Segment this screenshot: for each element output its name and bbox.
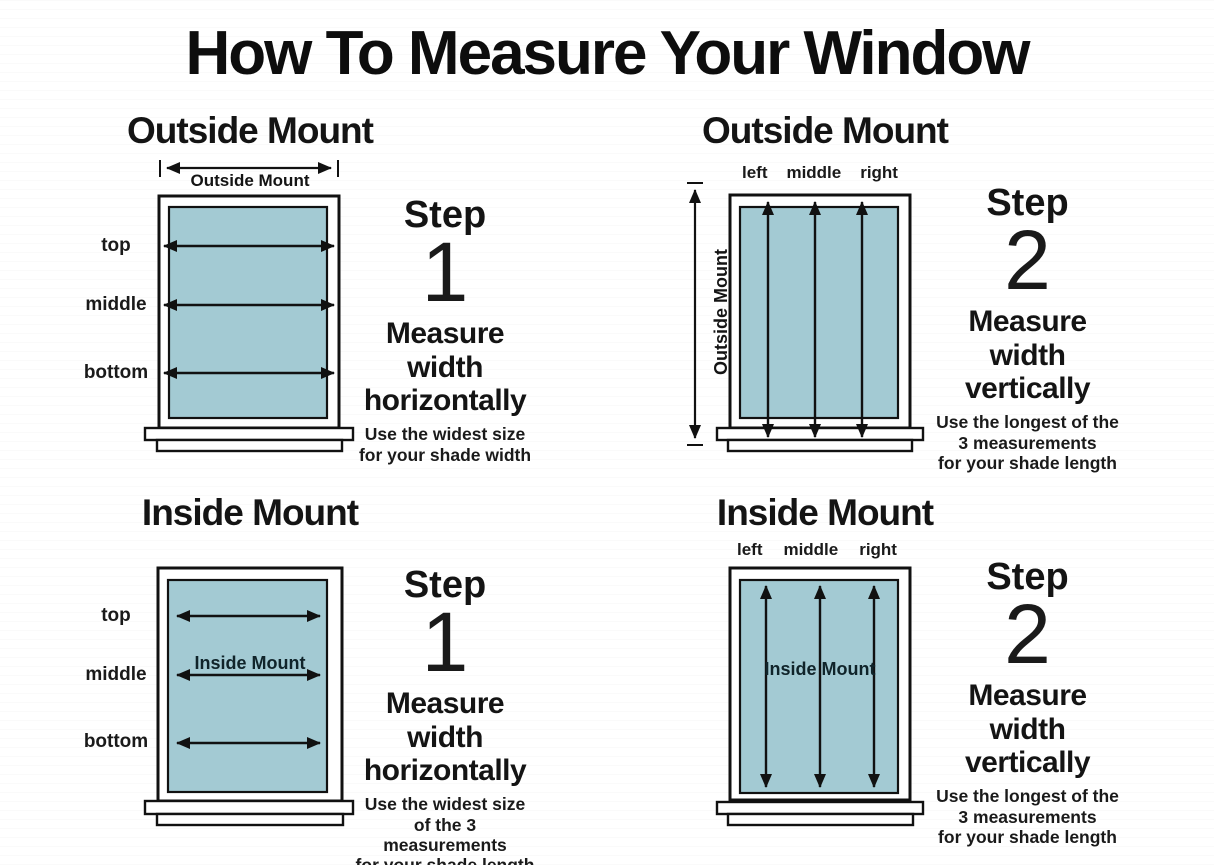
window-sill-upper [143,799,355,816]
pane-label: Inside Mount [194,653,306,673]
step-line1: Measure width [385,317,505,384]
step-line1: Measure width [968,305,1087,372]
step-line1: Measure width [968,679,1087,746]
row-label-middle: middle [85,294,147,315]
step-note3: for your shade length [938,826,1117,847]
window-diagram-inside-horizontal [143,566,355,827]
quadrant-heading: Outside Mount [127,110,374,151]
row-label-bottom: bottom [83,362,149,383]
window-sill-lower [726,438,914,453]
col-label-right: right [859,540,897,559]
step-line2: horizontally [363,384,527,418]
window-diagram-outside-vertical [687,182,925,453]
row-label-bottom: bottom [83,731,149,752]
quadrant-heading: Inside Mount [716,492,934,533]
page-title: How To Measure Your Window [185,19,1030,88]
row-label-top: top [101,235,131,256]
window-sill-upper [715,800,925,816]
step-note1: Use the widest size [364,794,526,815]
step-number: 1 [421,225,469,319]
col-label-left: left [742,163,768,182]
row-label-top: top [101,605,131,626]
step-instructions: Step 1 Measure width horizontally Use th… [350,196,540,465]
step-note1: Use the widest size [364,424,526,445]
step-note1: Use the longest of the [936,412,1119,433]
step-line1: Measure width [385,687,505,754]
step-word: Step [986,556,1069,598]
col-label-middle: middle [786,163,842,182]
step-word: Step [403,564,487,606]
pane-label: Inside Mount [764,659,876,679]
window-pane [166,578,329,794]
step-word: Step [986,182,1069,224]
window-pane [738,205,900,420]
step-note3: for your shade length [938,452,1117,473]
window-sill-lower [155,812,345,827]
step-line2: vertically [964,372,1091,406]
step-number: 1 [421,595,469,689]
window-sill-upper [143,426,355,442]
step-note2: 3 measurements [958,806,1097,827]
window-sill-lower [726,812,915,827]
window-pane [167,205,329,420]
step-note3: for your shade length [356,855,535,865]
column-labels: left middle right [737,540,897,560]
window-diagram-inside-vertical [715,566,925,827]
step-instructions: Step 2 Measure width vertically Use the … [930,184,1125,473]
step-note2: for your shade width [358,444,532,465]
quadrant-heading: Inside Mount [141,492,359,533]
step-number: 2 [1004,213,1051,307]
row-label-middle: middle [85,664,147,685]
step-word: Step [403,194,487,236]
quadrant-heading: Outside Mount [702,110,949,151]
step-note1: Use the longest of the [936,786,1119,807]
col-label-middle: middle [783,540,839,559]
step-number: 2 [1004,587,1051,681]
step-note2: of the 3 measurements [383,814,507,855]
window-diagram-outside-horizontal [143,160,355,453]
step-line2: horizontally [363,754,527,788]
measure-line-label: Outside Mount [190,171,310,190]
step-note2: 3 measurements [958,432,1097,453]
window-sill-lower [155,438,344,453]
col-label-right: right [860,163,898,182]
column-labels: left middle right [742,163,898,183]
col-label-left: left [737,540,763,559]
step-instructions: Step 2 Measure width vertically Use the … [930,558,1125,847]
window-sill-upper [715,426,925,442]
step-instructions: Step 1 Measure width horizontally Use th… [350,566,540,865]
step-line2: vertically [964,746,1091,780]
